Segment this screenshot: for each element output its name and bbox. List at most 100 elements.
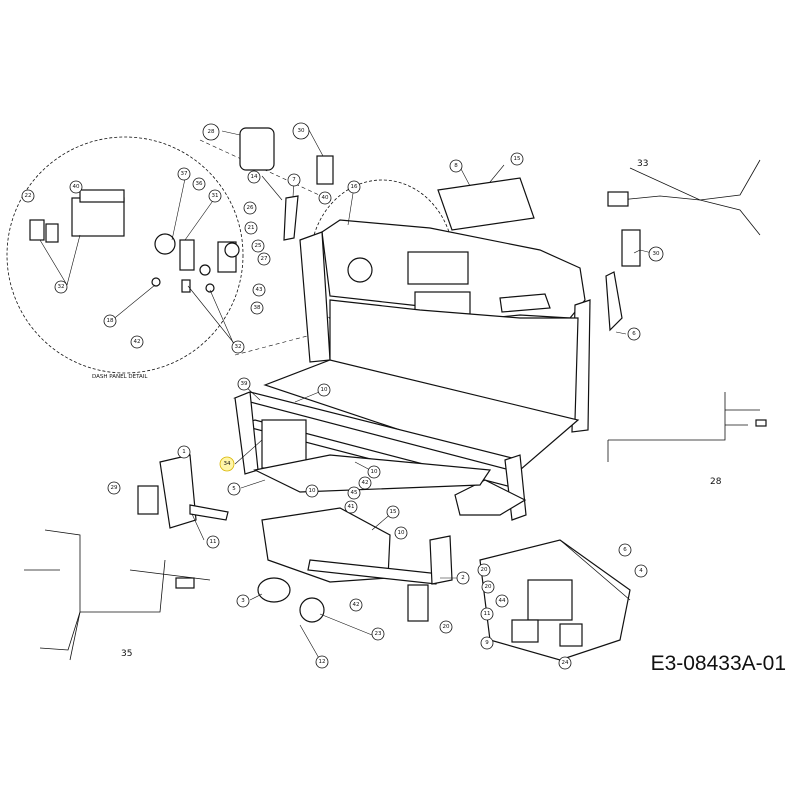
svg-text:22: 22	[25, 193, 32, 199]
callout-10: 10	[317, 383, 331, 397]
label-33: 33	[637, 159, 648, 169]
callout-15: 15	[510, 152, 524, 166]
callout-25: 25	[251, 239, 265, 253]
svg-text:15: 15	[390, 509, 397, 515]
callout-11: 11	[206, 535, 220, 549]
svg-text:38: 38	[254, 305, 261, 311]
callout-40: 40	[318, 191, 332, 205]
svg-text:8: 8	[454, 163, 458, 169]
callout-29: 29	[107, 481, 121, 495]
callout-5: 5	[227, 482, 241, 496]
bracket-1	[159, 454, 197, 529]
svg-text:10: 10	[371, 469, 378, 475]
callout-10-c: 10	[367, 465, 381, 479]
callout-8: 8	[449, 159, 463, 173]
callout-36: 36	[192, 177, 206, 191]
control-box-30	[621, 229, 641, 267]
callout-37: 37	[177, 167, 191, 181]
callout-42-b: 42	[358, 476, 372, 490]
callout-27: 27	[257, 252, 271, 266]
callout-32-b: 32	[231, 340, 245, 354]
callout-31: 31	[208, 189, 222, 203]
callout-6-b: 6	[618, 543, 632, 557]
callout-45: 45	[347, 486, 361, 500]
svg-text:37: 37	[181, 171, 188, 177]
callout-20-c: 20	[439, 620, 453, 634]
svg-text:31: 31	[212, 193, 219, 199]
svg-text:9: 9	[485, 640, 489, 646]
callout-2: 2	[456, 571, 470, 585]
callout-10-b: 10	[305, 484, 319, 498]
bracket-7	[283, 195, 299, 241]
svg-text:42: 42	[353, 602, 360, 608]
callout-20-b: 20	[481, 580, 495, 594]
svg-text:26: 26	[247, 205, 254, 211]
svg-text:45: 45	[351, 490, 358, 496]
svg-text:11: 11	[210, 539, 217, 545]
callout-24: 24	[558, 656, 572, 670]
svg-text:24: 24	[562, 660, 569, 666]
callout-34: 34	[219, 456, 235, 472]
svg-text:32: 32	[58, 284, 65, 290]
dash-panel-detail	[6, 136, 331, 374]
callout-39: 39	[237, 377, 251, 391]
callout-44: 44	[495, 594, 509, 608]
callout-12: 12	[315, 655, 329, 669]
harness-33	[607, 159, 761, 236]
callout-26: 26	[243, 201, 257, 215]
leader-lines	[39, 129, 657, 661]
label-28: 28	[710, 477, 722, 487]
svg-text:30: 30	[653, 251, 660, 257]
svg-text:36: 36	[196, 181, 203, 187]
svg-text:16: 16	[351, 184, 358, 190]
svg-text:23: 23	[375, 631, 382, 637]
svg-text:41: 41	[348, 504, 355, 510]
svg-text:28: 28	[208, 129, 215, 135]
svg-text:7: 7	[292, 177, 296, 183]
main-frame	[233, 219, 591, 521]
svg-text:3: 3	[241, 598, 245, 604]
svg-text:6: 6	[632, 331, 636, 337]
svg-text:27: 27	[261, 256, 268, 262]
svg-text:5: 5	[232, 486, 236, 492]
callout-6: 6	[627, 327, 641, 341]
svg-text:32: 32	[235, 344, 242, 350]
callout-40-b: 40	[69, 180, 83, 194]
svg-text:4: 4	[639, 568, 643, 574]
bottom-right-detail	[479, 539, 631, 661]
callout-14: 14	[247, 170, 261, 184]
svg-text:10: 10	[321, 387, 328, 393]
label-35: 35	[121, 649, 132, 659]
svg-text:30: 30	[298, 128, 305, 134]
switch-29	[137, 485, 159, 515]
svg-text:25: 25	[255, 243, 262, 249]
trim-6	[605, 271, 623, 332]
svg-text:2: 2	[461, 575, 465, 581]
callout-42-c: 42	[349, 598, 363, 612]
bar-2	[307, 559, 441, 585]
svg-text:10: 10	[398, 530, 405, 536]
harness-35	[24, 529, 211, 661]
svg-text:1: 1	[182, 449, 186, 455]
callout-11-b: 11	[480, 607, 494, 621]
svg-text:20: 20	[485, 584, 492, 590]
callout-30-b: 30	[648, 246, 664, 262]
svg-text:15: 15	[514, 156, 521, 162]
svg-text:20: 20	[443, 624, 450, 630]
reference-code: E3-08433A-01	[650, 652, 786, 675]
callout-18: 18	[103, 314, 117, 328]
harness-28	[607, 392, 767, 462]
callout-28: 28	[202, 123, 220, 141]
callout-3: 3	[236, 594, 250, 608]
svg-text:10: 10	[309, 488, 316, 494]
svg-text:40: 40	[73, 184, 80, 190]
callout-7: 7	[287, 173, 301, 187]
svg-text:20: 20	[481, 567, 488, 573]
svg-text:14: 14	[251, 174, 258, 180]
visor-part	[437, 177, 535, 231]
detail-caption: DASH PANEL DETAIL	[92, 374, 148, 380]
svg-text:42: 42	[362, 480, 369, 486]
callout-32: 32	[54, 280, 68, 294]
